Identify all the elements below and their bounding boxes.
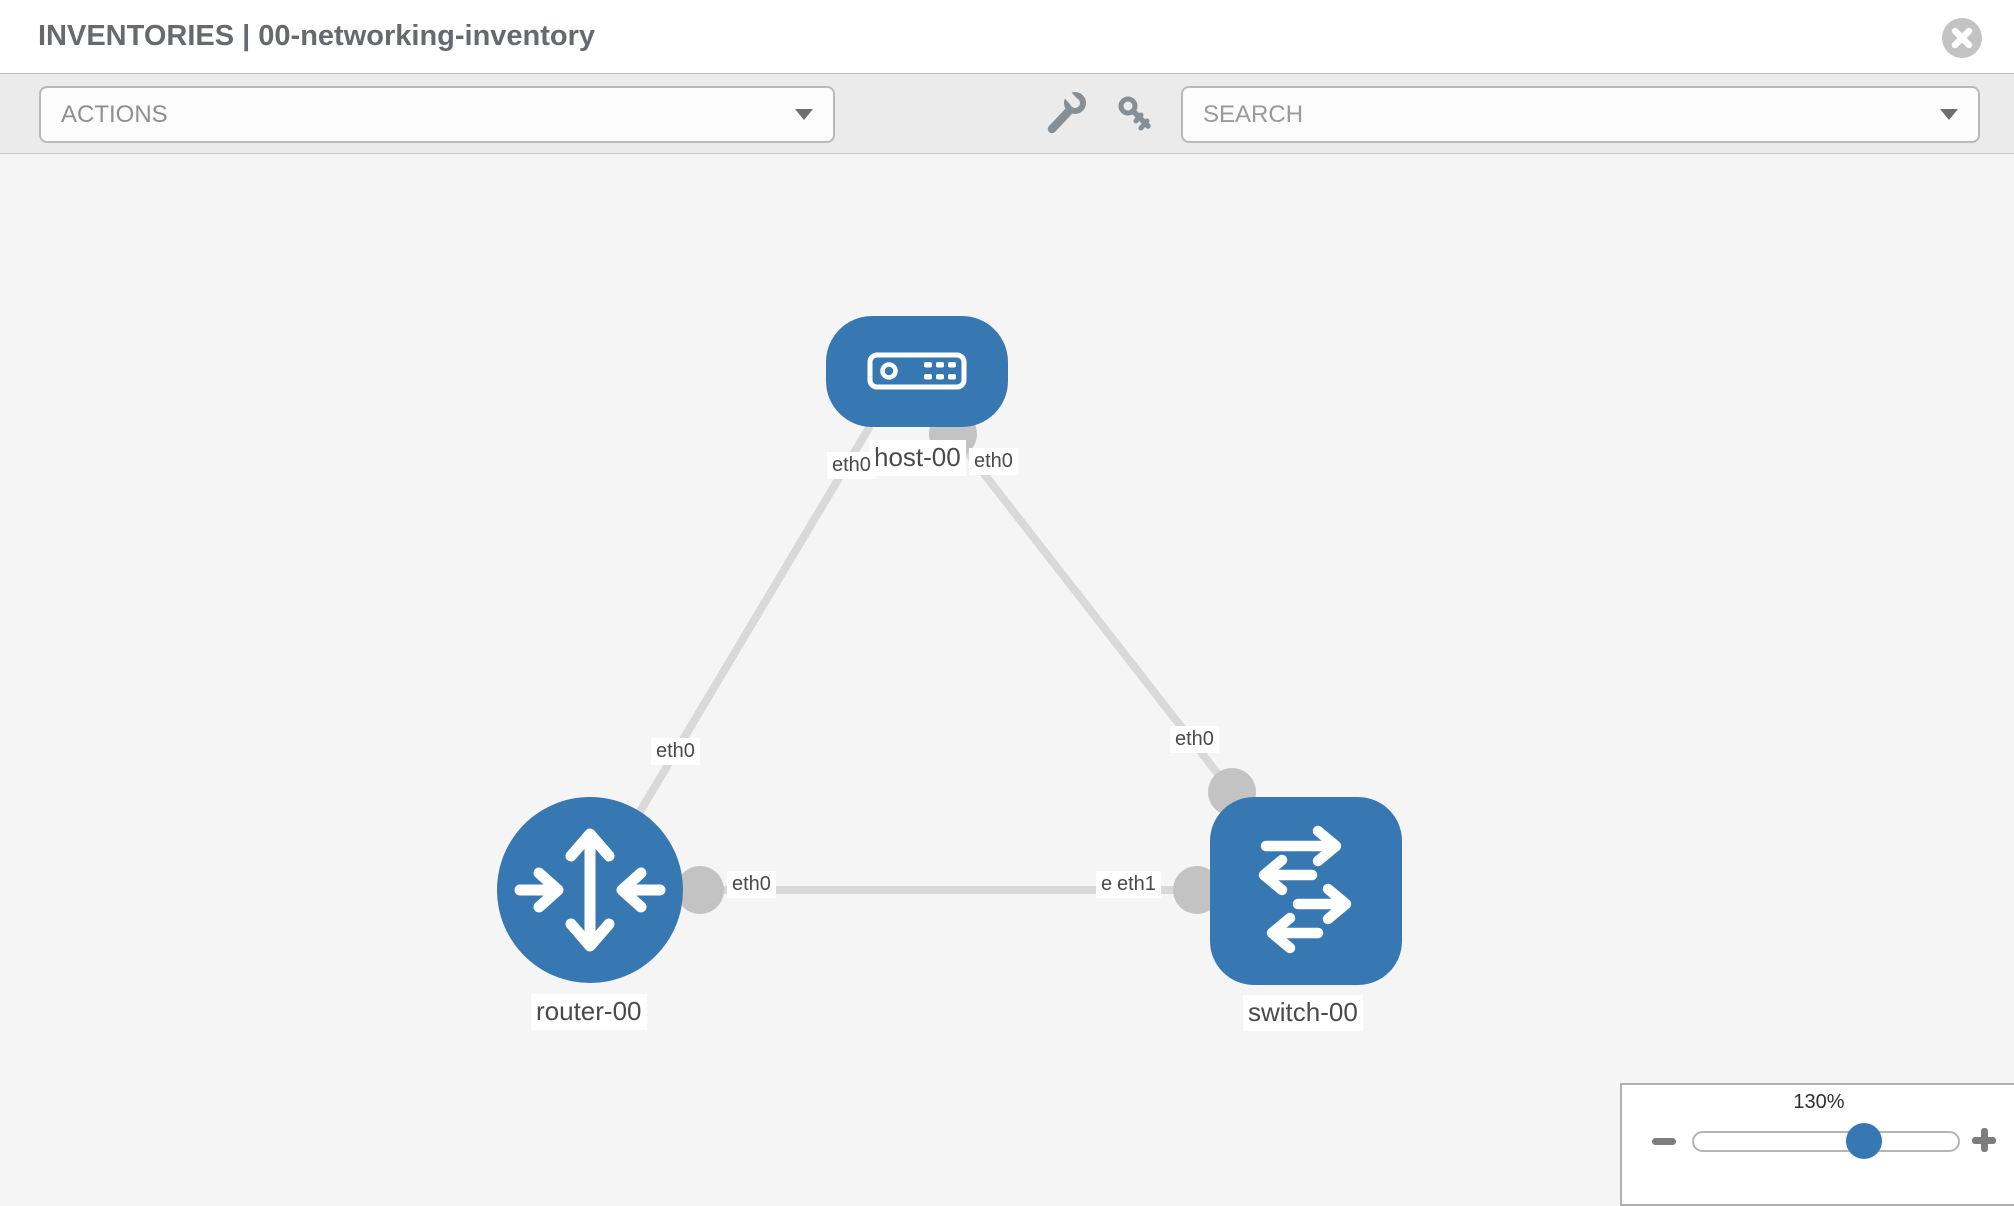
page-title: INVENTORIES | 00-networking-inventory — [38, 20, 596, 52]
link-endpoint[interactable] — [676, 866, 724, 914]
node-label-host: host-00 — [869, 440, 966, 476]
search-dropdown[interactable]: SEARCH — [1181, 86, 1980, 143]
link-host-router — [594, 423, 874, 885]
search-dropdown-label: SEARCH — [1203, 100, 1304, 128]
zoom-slider-knob[interactable] — [1846, 1123, 1882, 1159]
host-icon — [867, 352, 967, 390]
link-endpoint[interactable] — [1173, 866, 1221, 914]
node-label-switch: switch-00 — [1243, 995, 1363, 1031]
zoom-level: 130% — [1793, 1091, 1845, 1113]
key-icon — [1118, 96, 1151, 131]
wrench-icon — [1047, 88, 1086, 134]
zoom-in-button[interactable] — [1972, 1128, 1996, 1152]
switch-icon — [1258, 825, 1352, 954]
node-switch-00[interactable] — [1210, 797, 1402, 985]
node-label-router: router-00 — [531, 994, 647, 1030]
toolbar: ACTIONS SEARCH — [0, 73, 2014, 154]
actions-dropdown[interactable]: ACTIONS — [39, 86, 835, 143]
actions-dropdown-label: ACTIONS — [61, 100, 168, 128]
iface-label-router-to-switch: eth0 — [727, 871, 776, 898]
node-router-00[interactable] — [497, 797, 683, 983]
router-icon — [514, 828, 666, 952]
close-icon — [1951, 27, 1973, 49]
link-endpoints — [676, 410, 1256, 914]
close-button[interactable] — [1942, 18, 1982, 58]
iface-label-host-to-switch: eth0 — [969, 448, 1018, 475]
iface-label-host-to-router: eth0 — [827, 452, 876, 479]
iface-label-switch-to-host: eth0 — [1170, 726, 1219, 753]
key-button[interactable] — [1118, 96, 1151, 131]
toolbar-icons — [1047, 88, 1151, 134]
chevron-down-icon — [795, 109, 813, 120]
iface-label-router-to-host: eth0 — [651, 738, 700, 765]
wrench-button[interactable] — [1047, 88, 1086, 134]
chevron-down-icon — [1940, 109, 1958, 120]
zoom-panel: 130% — [1620, 1083, 2014, 1206]
links — [594, 423, 1236, 894]
iface-label-switch-to-router: eth1 — [1112, 871, 1161, 898]
node-host-00[interactable] — [826, 316, 1008, 427]
zoom-slider[interactable] — [1692, 1123, 1960, 1159]
panel-header: INVENTORIES | 00-networking-inventory — [0, 0, 2014, 73]
plus-icon — [1980, 1128, 1988, 1152]
zoom-out-button[interactable] — [1652, 1138, 1676, 1145]
